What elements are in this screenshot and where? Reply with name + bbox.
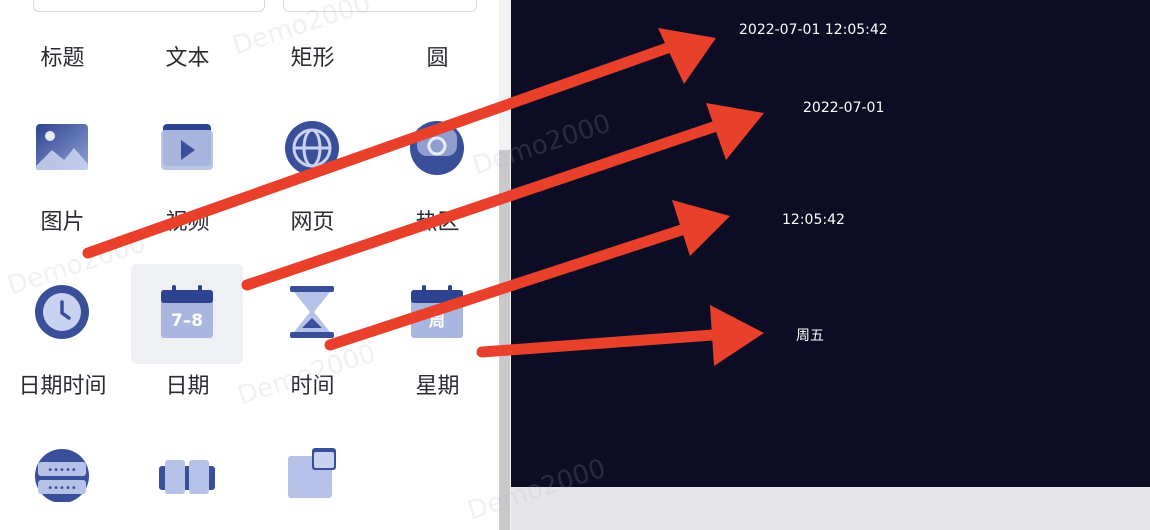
svg-text:•••••: ••••• [47, 465, 77, 476]
globe-icon [285, 121, 339, 175]
canvas-weekday-widget[interactable]: 周五 [796, 328, 824, 344]
component-date[interactable]: 7–8 [131, 264, 243, 364]
preview-canvas[interactable] [511, 0, 1150, 487]
component-rect-label[interactable]: 矩形 [290, 46, 335, 71]
component-weekday[interactable]: 周 [381, 264, 493, 364]
svg-text:•••••: ••••• [47, 483, 77, 494]
component-webpage[interactable] [256, 100, 368, 200]
component-panel: 标题 文本 矩形 圆 图片 视频 网页 [0, 0, 500, 530]
component-hotspot-label: 热区 [415, 210, 460, 235]
weekday-calendar-icon: 周 [411, 285, 463, 338]
canvas-time-widget[interactable]: 12:05:42 [782, 212, 845, 228]
component-carousel[interactable] [131, 426, 243, 526]
canvas-date-widget[interactable]: 2022-07-01 [803, 100, 885, 116]
component-video[interactable] [131, 100, 243, 200]
panel-scrollbar[interactable] [499, 150, 510, 530]
panel-search-input[interactable] [33, 0, 265, 12]
component-time[interactable] [256, 264, 368, 364]
panel-filter-input[interactable] [283, 0, 477, 12]
component-text-label[interactable]: 文本 [165, 46, 210, 71]
component-image-label: 图片 [40, 210, 85, 235]
component-window[interactable] [256, 426, 368, 526]
component-weekday-label: 星期 [415, 374, 460, 399]
hourglass-icon [290, 286, 334, 338]
component-image[interactable] [6, 100, 118, 200]
image-icon [36, 124, 88, 170]
component-webpage-label: 网页 [290, 210, 335, 235]
hotspot-icon [410, 121, 464, 175]
component-date-label: 日期 [165, 374, 210, 399]
component-datetime[interactable] [6, 264, 118, 364]
window-icon [288, 448, 336, 498]
calendar-icon: 7–8 [161, 285, 213, 338]
component-datetime-label: 日期时间 [18, 374, 107, 399]
weekday-badge: 周 [429, 311, 445, 330]
component-list[interactable]: ••••• ••••• [6, 426, 118, 526]
component-hotspot[interactable] [381, 100, 493, 200]
list-icon: ••••• ••••• [35, 449, 89, 502]
component-video-label: 视频 [165, 210, 210, 235]
carousel-icon [159, 460, 215, 494]
canvas-datetime-widget[interactable]: 2022-07-01 12:05:42 [739, 22, 888, 38]
clock-icon [35, 285, 89, 339]
video-icon [161, 124, 213, 170]
component-title-label[interactable]: 标题 [40, 46, 85, 71]
component-circle-label[interactable]: 圆 [426, 46, 449, 71]
calendar-badge: 7–8 [171, 311, 203, 331]
component-time-label: 时间 [290, 374, 335, 399]
